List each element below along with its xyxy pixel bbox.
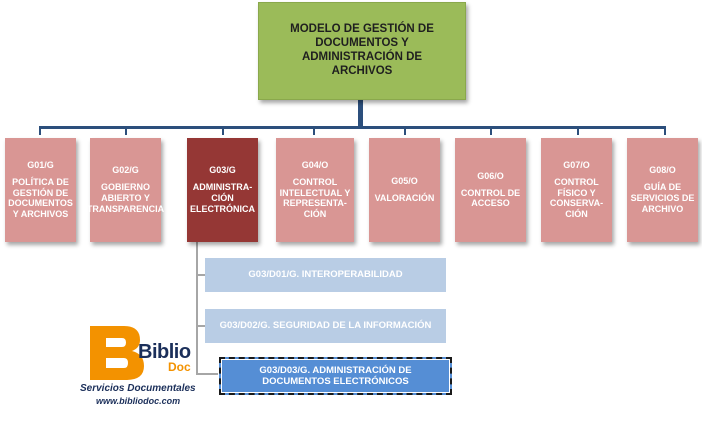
root-title: MODELO DE GESTIÓN DE DOCUMENTOS Y ADMINI… — [290, 23, 434, 77]
sub-item-label: G03/D02/G. SEGURIDAD DE LA INFORMACIÓN — [219, 320, 432, 332]
node-label: GUÍA DE SERVICIOS DE ARCHIVO — [630, 182, 695, 214]
node-g04[interactable]: G04/O CONTROL INTELECTUAL Y REPRESENTA-C… — [276, 138, 354, 242]
node-label: CONTROL INTELECTUAL Y REPRESENTA-CIÓN — [279, 176, 351, 220]
connector-sub-vertical — [196, 242, 198, 374]
node-label: POLÍTICA DE GESTIÓN DE DOCUMENTOS Y ARCH… — [8, 176, 73, 220]
node-g03[interactable]: G03/G ADMINISTRA-CIÓN ELECTRÓNICA — [187, 138, 258, 242]
connector-drop-g02 — [125, 126, 127, 135]
node-g02[interactable]: G02/G GOBIERNO ABIERTO Y TRANSPARENCIA — [86, 138, 165, 242]
node-code: G05/O — [391, 176, 418, 187]
node-g01[interactable]: G01/G POLÍTICA DE GESTIÓN DE DOCUMENTOS … — [5, 138, 76, 242]
node-label: VALORACIÓN — [374, 193, 435, 203]
logo-b-shape — [90, 326, 144, 380]
logo-brand-main: Biblio — [138, 341, 191, 363]
connector-drop-g03 — [222, 126, 224, 135]
node-label: ADMINISTRA-CIÓN ELECTRÓNICA — [190, 182, 255, 214]
node-code: G04/O — [301, 160, 329, 170]
sub-item-label: G03/D01/G. INTEROPERABILIDAD — [248, 269, 403, 281]
node-g06[interactable]: G06/O CONTROL DE ACCESO — [455, 138, 526, 242]
connector-drop-g06 — [490, 126, 492, 135]
sub-item-seguridad[interactable]: G03/D02/G. SEGURIDAD DE LA INFORMACIÓN — [205, 309, 446, 343]
connector-sub-2 — [196, 325, 206, 327]
connector-drop-g08 — [664, 126, 666, 135]
node-label: CONTROL DE ACCESO — [460, 187, 521, 209]
node-code: G06/O — [477, 170, 504, 181]
connector-drop-g05 — [404, 126, 406, 135]
node-g05[interactable]: G05/O VALORACIÓN — [369, 138, 440, 242]
connector-sub-3 — [196, 373, 218, 375]
node-label: CONTROL FÍSICO Y CONSERVA-CIÓN — [549, 176, 604, 220]
node-code: G02/G — [112, 165, 139, 176]
logo-brand-accent: Doc — [168, 360, 191, 374]
logo-website[interactable]: www.bibliodoc.com — [96, 396, 181, 406]
node-code: G01/G — [27, 160, 54, 170]
sub-item-documentos-electronicos[interactable]: G03/D03/G. ADMINISTRACIÓN DE DOCUMENTOS … — [219, 357, 452, 395]
node-code: G03/G — [209, 165, 236, 176]
logo-tagline: Servicios Documentales — [80, 383, 196, 394]
connector-drop-g04 — [313, 126, 315, 135]
node-g08[interactable]: G08/O GUÍA DE SERVICIOS DE ARCHIVO — [627, 138, 698, 242]
node-label: GOBIERNO ABIERTO Y TRANSPARENCIA — [86, 182, 165, 214]
node-code: G07/O — [563, 160, 590, 170]
node-code: G08/O — [649, 165, 676, 176]
connector-root-stem — [358, 100, 363, 126]
connector-sub-1 — [196, 274, 206, 276]
root-node[interactable]: MODELO DE GESTIÓN DE DOCUMENTOS Y ADMINI… — [258, 2, 466, 100]
node-g07[interactable]: G07/O CONTROL FÍSICO Y CONSERVA-CIÓN — [541, 138, 612, 242]
connector-drop-g07 — [577, 126, 579, 135]
sub-item-label: G03/D03/G. ADMINISTRACIÓN DE DOCUMENTOS … — [259, 364, 412, 387]
connector-horizontal-bus — [40, 126, 666, 129]
connector-drop-g01 — [39, 126, 41, 135]
bibliodoc-logo — [90, 326, 144, 380]
sub-item-interoperabilidad[interactable]: G03/D01/G. INTEROPERABILIDAD — [205, 258, 446, 292]
